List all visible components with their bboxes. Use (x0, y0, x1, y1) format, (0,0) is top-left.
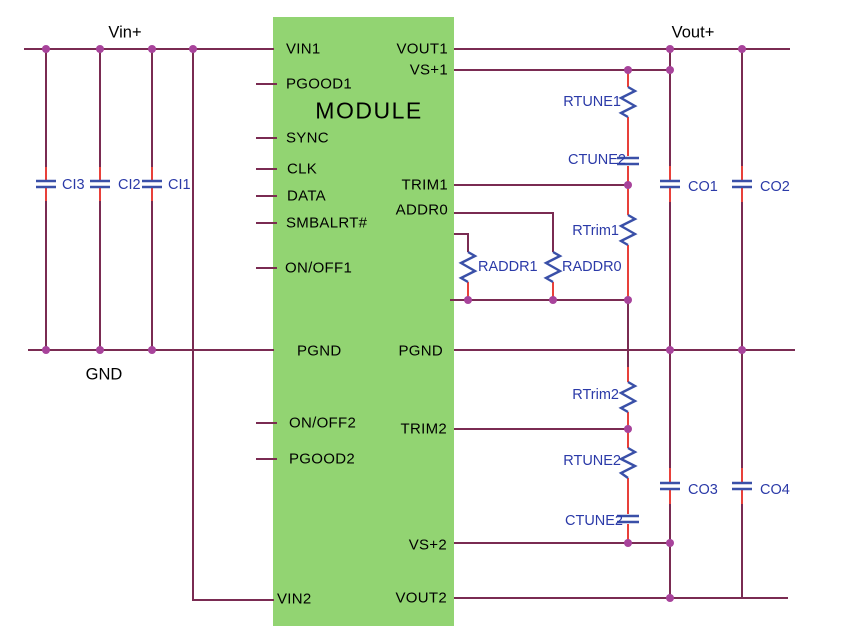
capacitor-ctune-bottom (617, 514, 639, 524)
resistor-rtrim1 (618, 213, 638, 247)
junction-dot (464, 296, 472, 304)
junction-dot (148, 346, 156, 354)
resistor-rtune1 (618, 85, 638, 119)
pin-label-vout2: VOUT2 (395, 589, 447, 607)
resistor-raddr0 (543, 250, 563, 284)
pin-label-pgnd-left: PGND (297, 342, 342, 360)
junction-dots (42, 45, 746, 602)
junction-dot (42, 346, 50, 354)
junction-dot (666, 45, 674, 53)
capacitor-co1 (660, 179, 680, 189)
pin-label-data: DATA (287, 187, 326, 205)
module-body (273, 17, 454, 626)
component-label-rtrim1: RTrim1 (572, 223, 619, 239)
component-label-rtrim2: RTrim2 (572, 387, 619, 403)
resistor-rtune2 (618, 446, 638, 479)
component-label-ci1: CI1 (168, 177, 191, 193)
component-label-rtune2: RTUNE2 (563, 453, 621, 469)
pin-label-vin2: VIN2 (277, 590, 312, 608)
capacitor-ci3 (36, 179, 56, 189)
junction-dot (666, 66, 674, 74)
junction-dot (96, 45, 104, 53)
component-label-ci3: CI3 (62, 177, 85, 193)
capacitor-ci2 (90, 179, 110, 189)
pin-label-pgnd-right: PGND (398, 342, 443, 360)
pin-label-trim2: TRIM2 (400, 420, 447, 438)
module-title: MODULE (315, 97, 423, 124)
component-label-co1: CO1 (688, 179, 718, 195)
capacitor-co2 (732, 179, 752, 189)
pin-label-pgood1: PGOOD1 (286, 75, 352, 93)
junction-dot (738, 45, 746, 53)
pin-label-vin1: VIN1 (286, 40, 321, 58)
capacitor-co4 (732, 481, 752, 491)
junction-dot (666, 539, 674, 547)
junction-dot (624, 181, 632, 189)
net-label-gnd: GND (85, 365, 123, 384)
resistors (458, 85, 638, 479)
capacitor-co3 (660, 481, 680, 491)
component-label-ci2: CI2 (118, 177, 141, 193)
resistor-raddr1 (458, 250, 478, 284)
pin-label-vs2: VS+2 (408, 536, 447, 554)
pin-label-pgood2: PGOOD2 (289, 450, 355, 468)
component-label-co3: CO3 (688, 482, 718, 498)
pin-label-clk: CLK (287, 160, 318, 178)
capacitor-ci1 (142, 179, 162, 189)
junction-dot (666, 594, 674, 602)
junction-dot (148, 45, 156, 53)
capacitors (36, 156, 752, 524)
component-label-ctune-bottom: CTUNE2 (564, 513, 623, 529)
junction-dot (42, 45, 50, 53)
component-label-co4: CO4 (760, 482, 790, 498)
pin-label-onoff2: ON/OFF2 (289, 414, 357, 432)
junction-dot (189, 45, 197, 53)
junction-dot (624, 296, 632, 304)
lead-segments (45, 70, 743, 543)
component-label-raddr0: RADDR0 (562, 259, 622, 275)
net-label-vin-plus: Vin+ (108, 23, 142, 42)
pin-label-onoff1: ON/OFF1 (285, 259, 353, 277)
junction-dot (549, 296, 557, 304)
resistor-rtrim2 (618, 380, 638, 414)
pin-label-smbalrt: SMBALRT# (286, 214, 368, 232)
junction-dot (738, 346, 746, 354)
component-label-ctune-top: CTUNE2 (567, 152, 626, 168)
wire-net (24, 48, 795, 601)
junction-dot (666, 346, 674, 354)
component-label-co2: CO2 (760, 179, 790, 195)
junction-dot (624, 66, 632, 74)
junction-dot (96, 346, 104, 354)
junction-dot (624, 539, 632, 547)
pin-label-vout1: VOUT1 (396, 40, 448, 58)
component-leads (45, 70, 743, 543)
net-label-vout-plus: Vout+ (671, 23, 715, 42)
pin-label-trim1: TRIM1 (401, 176, 448, 194)
pin-label-sync: SYNC (286, 129, 329, 147)
pin-label-vs1: VS+1 (409, 61, 448, 79)
component-label-rtune1: RTUNE1 (563, 94, 621, 110)
junction-dot (624, 425, 632, 433)
component-label-raddr1: RADDR1 (478, 259, 538, 275)
capacitor-ctune-top (617, 156, 639, 166)
pin-label-addr0: ADDR0 (395, 201, 448, 219)
wire-segments (24, 48, 795, 601)
